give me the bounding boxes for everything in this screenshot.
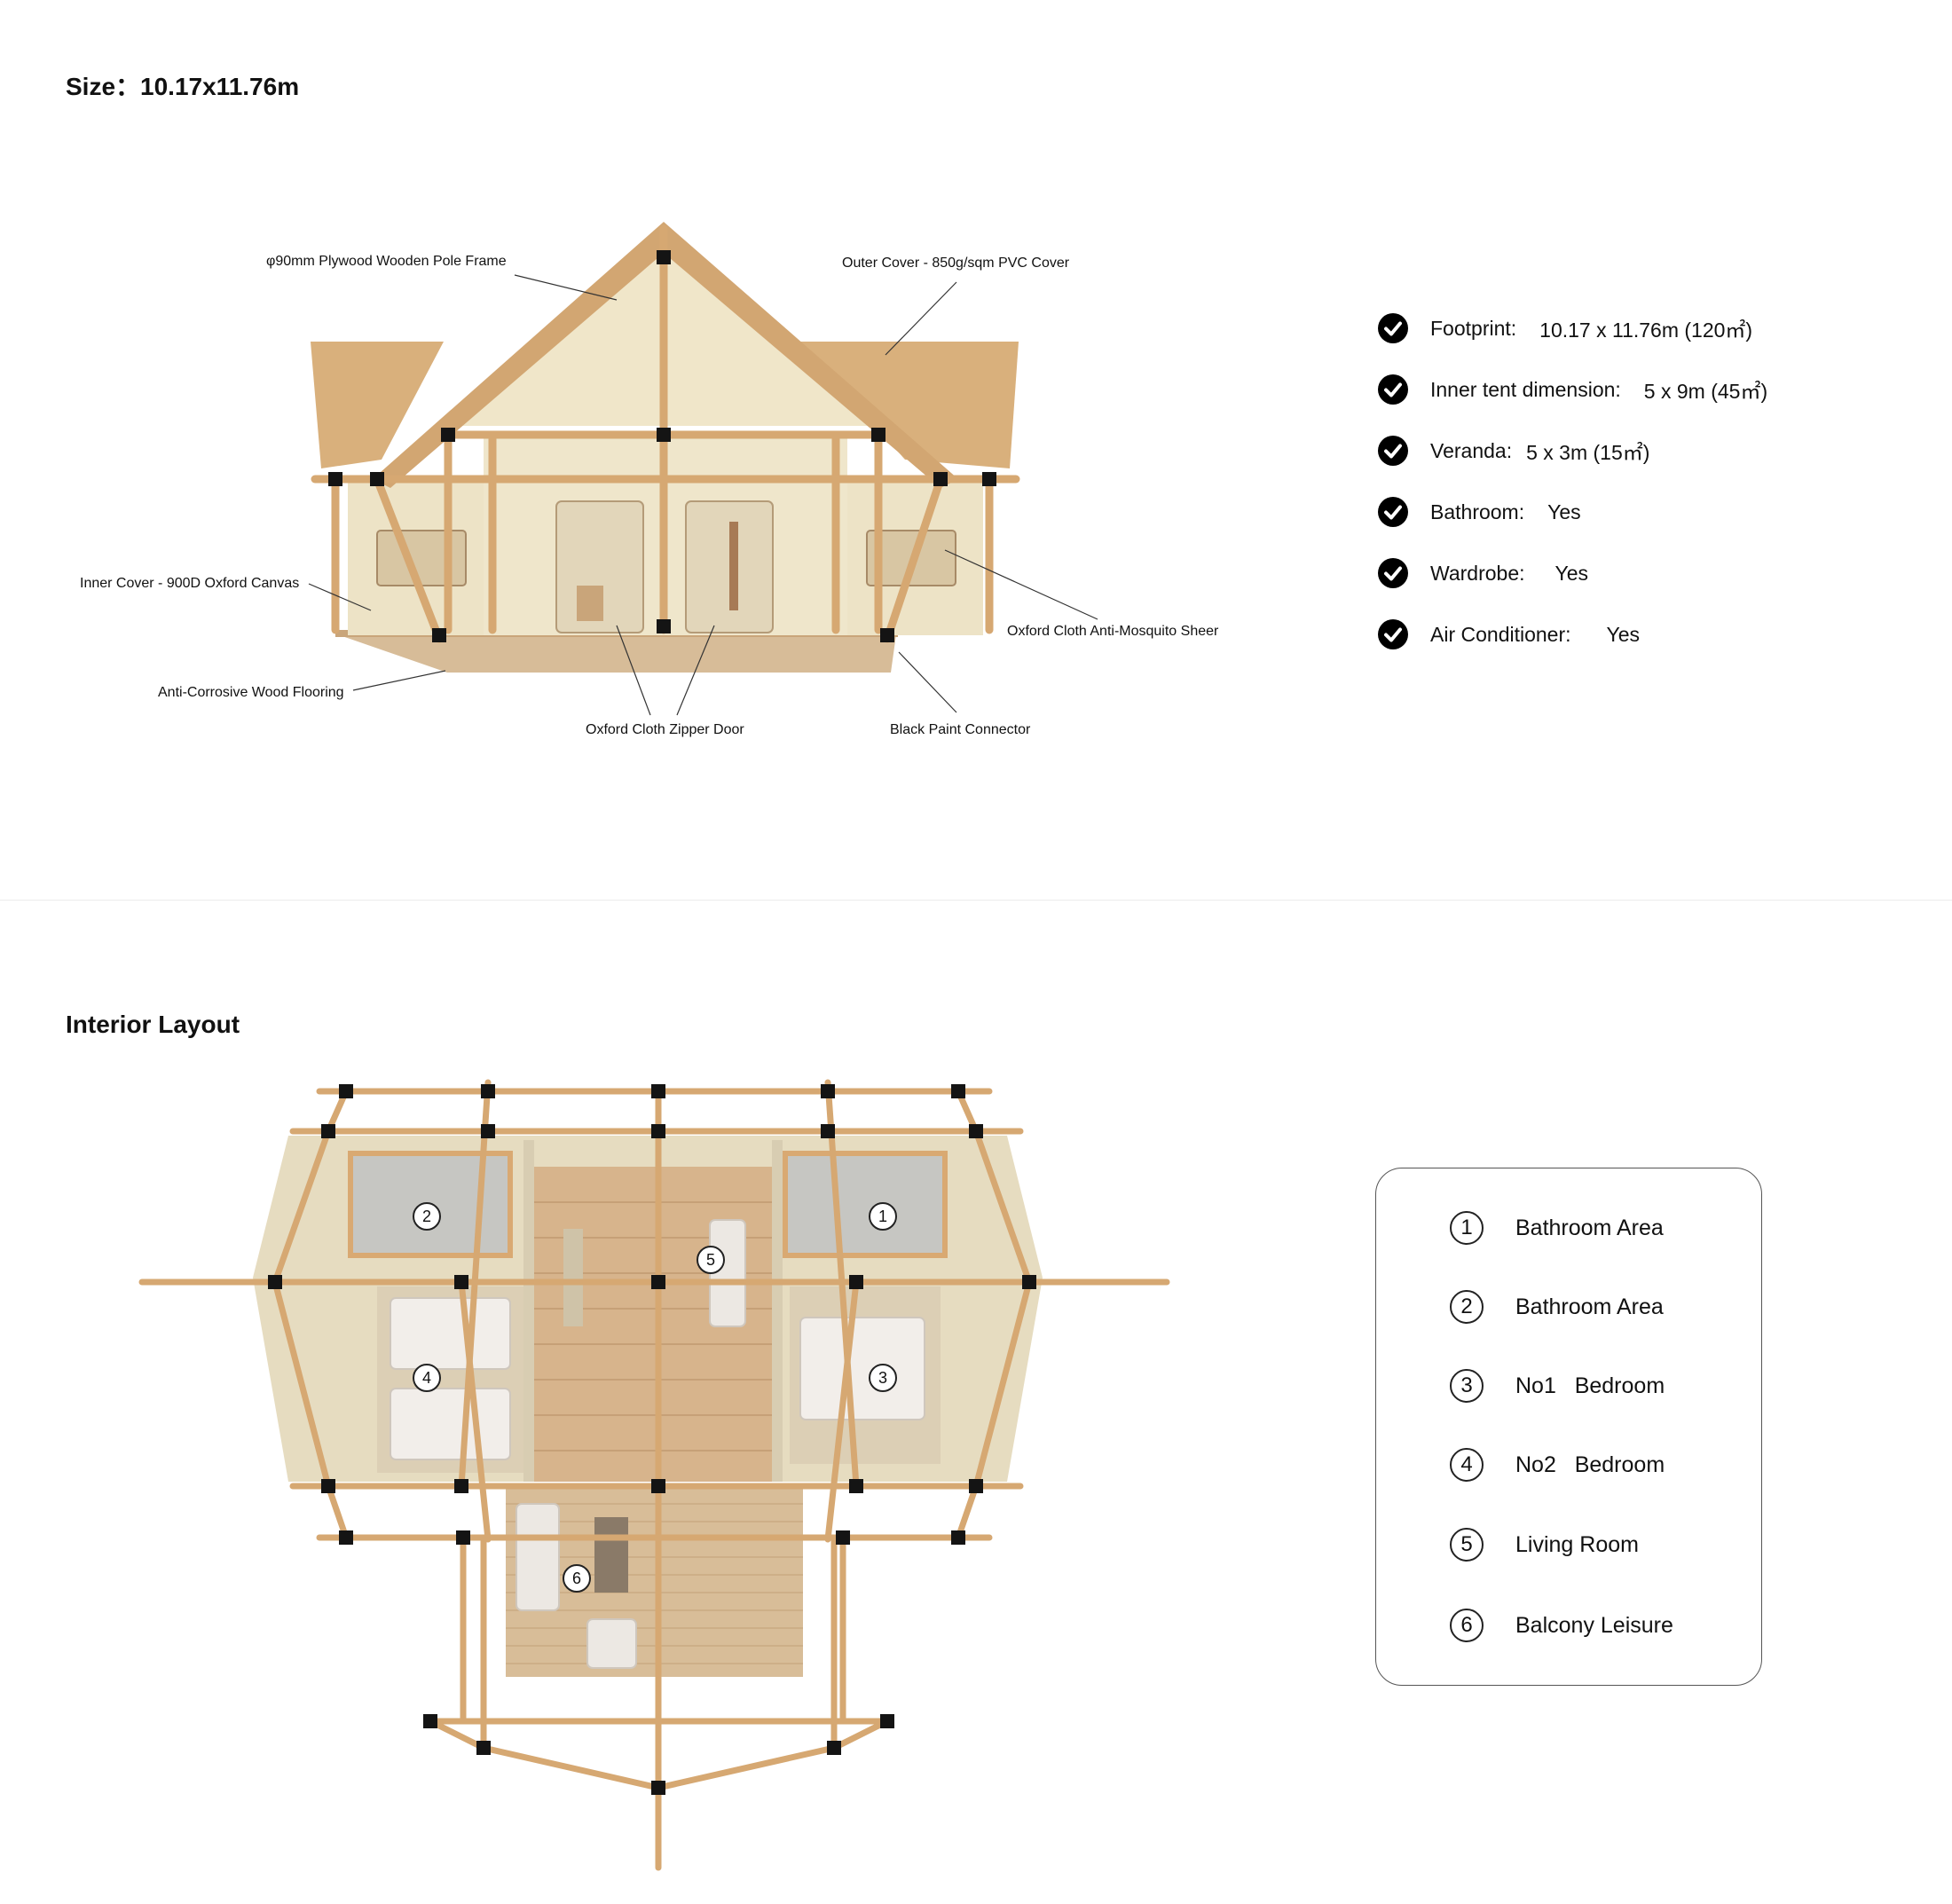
balcony-table bbox=[594, 1517, 628, 1593]
check-circle-icon bbox=[1378, 436, 1408, 466]
spec-label: Inner tent dimension: bbox=[1430, 377, 1621, 401]
spec-value: 5 x 9m (45㎡) bbox=[1643, 380, 1768, 403]
legend-label: No2 Bedroom bbox=[1515, 1452, 1665, 1477]
spec-row-inner-tent: Inner tent dimension: 5 x 9m (45㎡) bbox=[1378, 372, 1767, 407]
callout-wood-flooring: Anti-Corrosive Wood Flooring bbox=[158, 685, 344, 700]
legend-label: Living Room bbox=[1515, 1531, 1639, 1557]
leader-lines bbox=[308, 274, 1098, 716]
check-circle-icon bbox=[1378, 558, 1408, 588]
plan-marker-5: 5 bbox=[697, 1246, 725, 1274]
spec-value: Yes bbox=[1547, 500, 1581, 523]
plan-marker-6: 6 bbox=[563, 1564, 591, 1593]
callout-pole-frame: φ90mm Plywood Wooden Pole Frame bbox=[266, 254, 507, 269]
spec-label: Veranda: bbox=[1430, 438, 1513, 462]
spec-label: Air Conditioner: bbox=[1430, 622, 1571, 646]
spec-row-bathroom: Bathroom: Yes bbox=[1378, 494, 1581, 530]
callout-anti-mosquito: Oxford Cloth Anti-Mosquito Sheer bbox=[1007, 624, 1219, 639]
spec-row-air-conditioner: Air Conditioner: Yes bbox=[1378, 617, 1640, 652]
legend-number: 6 bbox=[1450, 1609, 1484, 1642]
plan-marker-4: 4 bbox=[413, 1364, 441, 1392]
check-circle-icon bbox=[1378, 619, 1408, 649]
tv-console bbox=[563, 1229, 583, 1326]
legend-item: 2 Bathroom Area bbox=[1450, 1287, 1664, 1326]
check-circle-icon bbox=[1378, 313, 1408, 343]
spec-value: 10.17 x 11.76m (120㎡) bbox=[1539, 319, 1753, 342]
floor-plan-illustration bbox=[138, 1079, 1170, 1871]
spec-value: Yes bbox=[1606, 622, 1641, 646]
legend-item: 5 Living Room bbox=[1450, 1525, 1639, 1564]
spec-label: Bathroom: bbox=[1430, 500, 1525, 523]
plan-connectors bbox=[268, 1084, 1036, 1795]
left-window bbox=[376, 530, 467, 586]
right-side-roof bbox=[799, 342, 1019, 468]
deck-floor bbox=[337, 634, 896, 673]
plan-marker-3: 3 bbox=[869, 1364, 897, 1392]
section-divider bbox=[0, 900, 1952, 901]
callout-outer-cover: Outer Cover - 850g/sqm PVC Cover bbox=[842, 256, 1070, 271]
pole-frame bbox=[311, 224, 1020, 643]
legend-item: 4 No2 Bedroom bbox=[1450, 1445, 1665, 1484]
legend-item: 6 Balcony Leisure bbox=[1450, 1606, 1673, 1645]
spec-row-veranda: Veranda: 5 x 3m (15㎡) bbox=[1378, 433, 1649, 468]
callout-inner-cover: Inner Cover - 900D Oxford Canvas bbox=[80, 576, 300, 591]
spec-row-wardrobe: Wardrobe: Yes bbox=[1378, 555, 1588, 591]
bed-left-lower bbox=[390, 1388, 511, 1460]
legend-box bbox=[1375, 1168, 1762, 1686]
spec-row-footprint: Footprint: 10.17 x 11.76m (120㎡) bbox=[1378, 311, 1752, 346]
legend-item: 3 No1 Bedroom bbox=[1450, 1366, 1665, 1405]
callout-connector: Black Paint Connector bbox=[890, 722, 1031, 737]
tent-elevation-illustration bbox=[308, 222, 1098, 716]
left-side-roof bbox=[311, 342, 444, 468]
legend-item: 1 Bathroom Area bbox=[1450, 1208, 1664, 1247]
legend-number: 2 bbox=[1450, 1290, 1484, 1324]
legend-number: 1 bbox=[1450, 1211, 1484, 1245]
plan-marker-2: 2 bbox=[413, 1202, 441, 1231]
legend-label: Bathroom Area bbox=[1515, 1215, 1664, 1240]
callout-zipper-door: Oxford Cloth Zipper Door bbox=[586, 722, 744, 737]
balcony-sofa bbox=[516, 1503, 560, 1611]
spec-value: Yes bbox=[1555, 561, 1589, 585]
balcony-chair bbox=[586, 1618, 637, 1669]
size-title: Size：10.17x11.76m bbox=[66, 73, 300, 100]
legend-number: 5 bbox=[1450, 1528, 1484, 1562]
black-connectors bbox=[328, 250, 996, 642]
bed-right bbox=[799, 1317, 925, 1420]
spec-label: Wardrobe: bbox=[1430, 561, 1525, 585]
bed-left-upper bbox=[390, 1297, 511, 1370]
legend-number: 3 bbox=[1450, 1369, 1484, 1403]
legend-label: No1 Bedroom bbox=[1515, 1373, 1665, 1398]
spec-label: Footprint: bbox=[1430, 316, 1517, 340]
check-circle-icon bbox=[1378, 497, 1408, 527]
plan-marker-1: 1 bbox=[869, 1202, 897, 1231]
interior-layout-title: Interior Layout bbox=[66, 1011, 240, 1038]
legend-label: Bathroom Area bbox=[1515, 1294, 1664, 1319]
legend-number: 4 bbox=[1450, 1448, 1484, 1482]
bathroom-area-right bbox=[783, 1151, 948, 1258]
spec-value: 5 x 3m (15㎡) bbox=[1526, 441, 1650, 464]
check-circle-icon bbox=[1378, 374, 1408, 405]
legend-label: Balcony Leisure bbox=[1515, 1612, 1673, 1638]
